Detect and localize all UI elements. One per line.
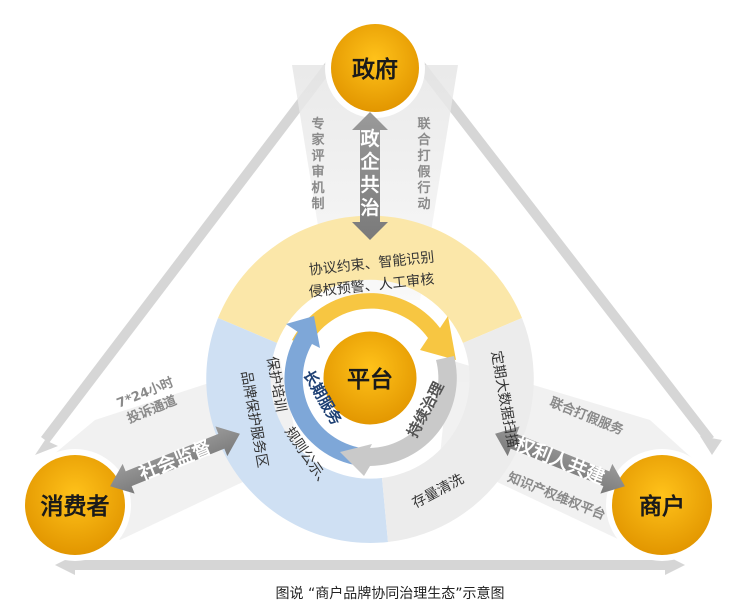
joint-anti-fake-action-char: 合	[417, 132, 431, 148]
consumer-node: 消费者	[19, 449, 131, 561]
government-circle	[331, 24, 419, 112]
platform-circle	[320, 328, 420, 428]
arrow-head-consumer-top	[35, 440, 58, 455]
arrow-gov-consumer	[41, 54, 339, 444]
consumer-circle	[25, 455, 125, 555]
government-node: 政府	[325, 18, 425, 118]
band-active-interception	[292, 293, 456, 360]
joint-anti-fake-action-char: 联	[417, 117, 430, 132]
expert-review-char: 专	[311, 116, 324, 132]
joint-anti-fake-action-char: 动	[417, 197, 430, 212]
expert-review-char: 评	[311, 149, 324, 164]
merchant-label: 商户	[639, 493, 685, 520]
social-supervision-arrow-shape	[110, 426, 240, 494]
band-active-interception-label: 主动拦截	[340, 312, 400, 330]
ring-segment-left	[206, 318, 388, 543]
joint-anti-fake-action-char: 假	[417, 164, 431, 180]
joint-anti-fake-action-char: 行	[416, 180, 430, 196]
band-continuous-governance	[340, 356, 457, 476]
band-long-term-service	[284, 316, 362, 466]
expert-review-char: 审	[311, 164, 324, 180]
merchant-circle	[612, 455, 712, 555]
platform-node: 平台	[315, 323, 425, 433]
gov-enterprise-char-2: 企	[359, 150, 380, 173]
figure-caption: 图说 “商户品牌协同治理生态”示意图	[276, 585, 505, 602]
expert-review-char: 制	[311, 196, 324, 212]
expert-review-char: 机	[311, 180, 324, 196]
platform-label: 平台	[347, 366, 393, 393]
joint-anti-fake-action-char: 打	[417, 148, 430, 164]
consumer-label: 消费者	[41, 494, 110, 520]
ring-segment-right	[382, 318, 534, 542]
merchant-node: 商户	[606, 449, 718, 561]
outer-ring	[206, 215, 534, 543]
gov-enterprise-char-4: 治	[360, 196, 379, 219]
rights-holder-arrow-shape	[495, 426, 625, 494]
arrow-head-merchant-top	[700, 436, 722, 455]
government-label: 政府	[352, 56, 398, 83]
gov-enterprise-char-1: 政	[360, 127, 380, 150]
gov-enterprise-arrow-shape	[352, 112, 388, 240]
arrow-gov-merchant	[411, 54, 714, 444]
expert-review-char: 家	[311, 132, 325, 148]
inner-bands	[284, 293, 457, 476]
ring-segment-top	[218, 215, 522, 343]
gov-enterprise-char-3: 共	[360, 174, 379, 196]
gov-enterprise-arrow: 政 企 共 治	[352, 112, 388, 240]
